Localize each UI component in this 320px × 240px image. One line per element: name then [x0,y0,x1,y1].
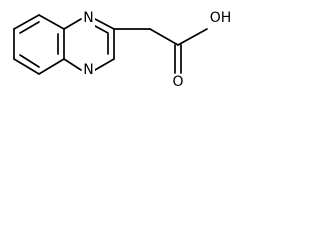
benzene-double-bond-inner-1 [19,21,40,34]
bond-c5-c6 [38,58,65,75]
bond-layer [13,14,208,75]
atom-n1-label: N [83,10,93,26]
bond-c6-c7 [13,58,40,75]
chemical-structure: N N O OH [13,10,234,91]
bond-c4a-n1 [63,18,82,30]
bond-ch2-carboxyl-carbon [149,28,179,46]
bond-n1-c2 [94,18,115,30]
atom-label-layer: N N O OH [82,10,234,91]
atom-mask-carbonyl-oxygen [171,74,185,91]
bond-n4-c5 [63,58,82,71]
pyrazine-double-bond-inner-1 [94,25,109,34]
atom-mask-n1 [82,10,95,27]
atom-hydroxyl-label: OH [210,10,232,26]
atom-carbonyl-oxygen-label: O [172,74,183,90]
bond-c8a-c4a [38,14,65,30]
atom-mask-n4 [82,62,95,79]
bond-c8-c8a [13,14,40,30]
atom-mask-hydroxyl [207,10,234,28]
atom-n4-label: N [83,62,93,78]
bond-carboxyl-carbon-oh [177,28,208,46]
benzene-double-bond-inner-2 [19,54,40,68]
bond-c3-n4 [94,58,115,71]
